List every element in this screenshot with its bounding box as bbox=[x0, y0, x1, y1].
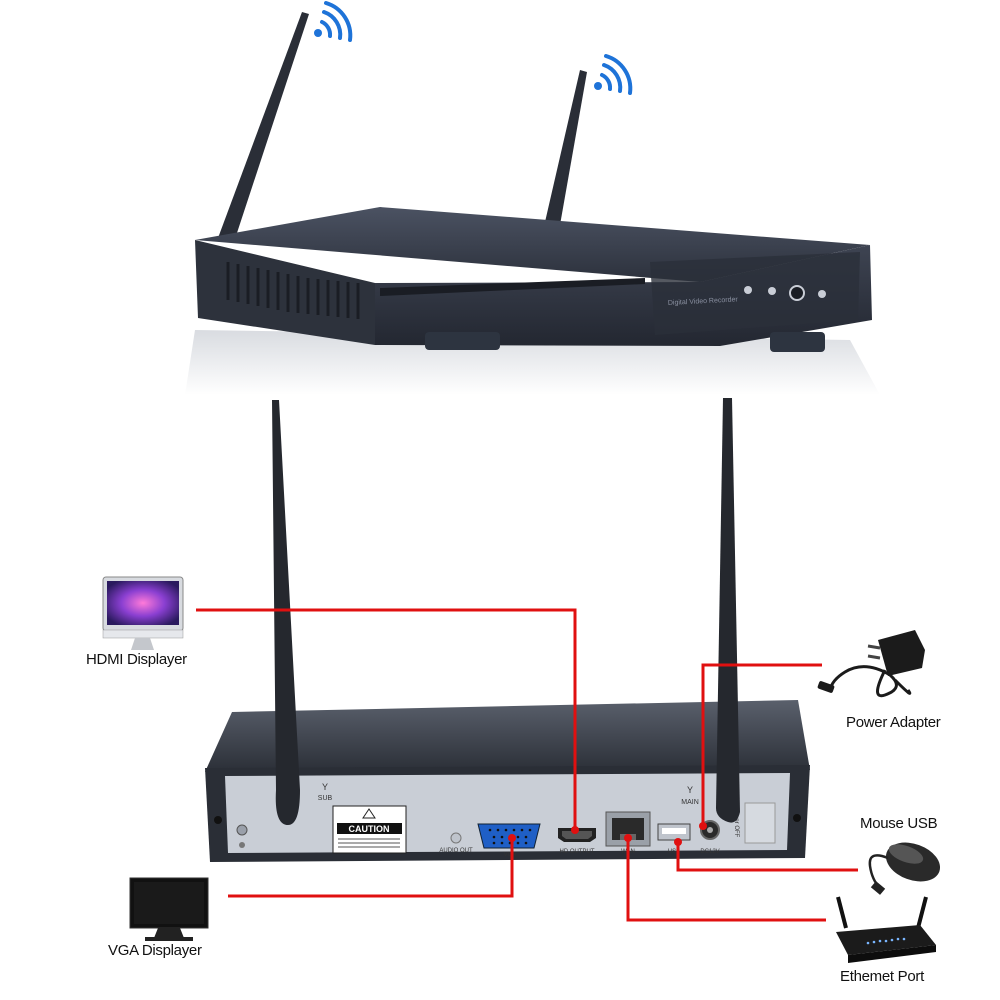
sub-label: SUB bbox=[318, 795, 333, 802]
nvr-front-view: Digital Video Recorder bbox=[185, 1, 880, 395]
svg-text:Power OFF: Power OFF bbox=[733, 807, 739, 838]
svg-text:VGA: VGA bbox=[504, 852, 517, 858]
status-led bbox=[818, 290, 826, 298]
svg-text:Y: Y bbox=[322, 782, 328, 792]
power-button bbox=[789, 285, 805, 301]
hdmi-connection-line bbox=[196, 608, 577, 830]
svg-text:HD OUTPUT: HD OUTPUT bbox=[560, 849, 595, 855]
antenna-right bbox=[545, 70, 587, 225]
audio-out-port bbox=[450, 832, 462, 844]
antenna-right bbox=[716, 398, 740, 823]
power-connection-line bbox=[701, 663, 822, 826]
status-led bbox=[744, 286, 752, 294]
main-label: MAIN bbox=[681, 799, 699, 806]
vga-connection-line bbox=[228, 838, 514, 898]
status-led bbox=[768, 287, 776, 295]
mouse-usb-label: Mouse USB bbox=[860, 815, 938, 832]
svg-text:Y: Y bbox=[687, 785, 693, 795]
caution-label: CAUTION bbox=[332, 805, 407, 854]
connection-lines bbox=[196, 608, 858, 922]
router-icon bbox=[836, 896, 936, 963]
ethernet-connection-line bbox=[626, 838, 826, 922]
power-adapter-label: Power Adapter bbox=[846, 714, 941, 731]
wifi-icon bbox=[594, 54, 633, 95]
side-vents bbox=[226, 262, 360, 319]
mouse-icon bbox=[868, 842, 941, 895]
antenna-left bbox=[272, 400, 300, 825]
nvr-rear-view: Y SUB CAUTION AUDIO OUT VGA HD OUTPUT bbox=[205, 398, 810, 862]
hdmi-displayer-label: HDMI Displayer bbox=[86, 651, 187, 668]
vga-displayer-label: VGA Displayer bbox=[108, 942, 202, 959]
svg-text:DC12V: DC12V bbox=[700, 849, 719, 855]
monitor-icon bbox=[102, 576, 184, 650]
hdmi-port bbox=[558, 828, 596, 842]
antenna-left bbox=[218, 12, 309, 242]
power-adapter-icon bbox=[817, 630, 925, 698]
ethernet-port-label: Ethemet Port bbox=[840, 968, 924, 985]
svg-text:CAUTION: CAUTION bbox=[349, 824, 390, 834]
usb-connection-line bbox=[676, 840, 858, 872]
usb-port bbox=[657, 823, 691, 841]
monitor-icon bbox=[129, 877, 209, 941]
svg-text:AUDIO OUT: AUDIO OUT bbox=[439, 848, 473, 854]
svg-text:USB: USB bbox=[668, 849, 680, 855]
front-panel-text: Digital Video Recorder bbox=[668, 296, 739, 307]
wifi-icon bbox=[314, 1, 353, 42]
power-switch bbox=[744, 802, 776, 844]
